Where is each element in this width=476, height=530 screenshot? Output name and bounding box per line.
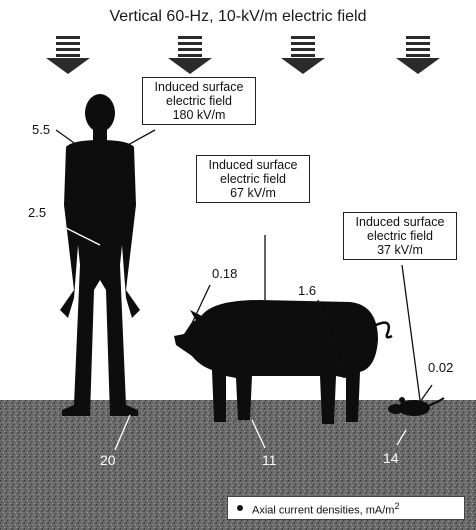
pig-snout-current-density: 0.18 <box>212 266 237 281</box>
field-arrow-4 <box>396 36 440 74</box>
field-arrow-3 <box>281 36 325 74</box>
human-torso-current-density: 2.5 <box>28 205 46 220</box>
legend: Axial current densities, mA/m2 <box>227 496 465 520</box>
callout-value: 67 kV/m <box>201 186 305 200</box>
pig-leg-current-density: 1.6 <box>298 283 316 298</box>
callout-line-2: electric field <box>348 229 452 243</box>
field-arrow-1 <box>46 36 90 74</box>
rat-surface-field-callout: Induced surface electric field 37 kV/m <box>343 212 457 260</box>
callout-line-1: Induced surface <box>147 80 251 94</box>
field-arrows <box>46 36 440 74</box>
human-silhouette <box>60 94 140 416</box>
human-head-current-density: 5.5 <box>32 122 50 137</box>
leader-rat-body <box>420 385 432 402</box>
legend-label: Axial current densities, mA/m <box>252 505 394 517</box>
leader-rat-callout <box>402 265 420 400</box>
legend-superscript: 2 <box>394 501 399 511</box>
callout-line-1: Induced surface <box>348 215 452 229</box>
human-surface-field-callout: Induced surface electric field 180 kV/m <box>142 77 256 125</box>
figure-title: Vertical 60-Hz, 10-kV/m electric field <box>0 8 476 26</box>
field-arrow-2 <box>168 36 212 74</box>
callout-line-1: Induced surface <box>201 158 305 172</box>
rat-body-current-density: 0.02 <box>428 360 453 375</box>
callout-value: 37 kV/m <box>348 243 452 257</box>
callout-line-2: electric field <box>201 172 305 186</box>
callout-line-2: electric field <box>147 94 251 108</box>
legend-bullet-icon <box>237 505 243 511</box>
pig-feet-current-density: 11 <box>262 452 277 468</box>
pig-surface-field-callout: Induced surface electric field 67 kV/m <box>196 155 310 203</box>
human-feet-current-density: 20 <box>100 452 116 468</box>
rat-feet-current-density: 14 <box>383 450 399 466</box>
callout-value: 180 kV/m <box>147 108 251 122</box>
